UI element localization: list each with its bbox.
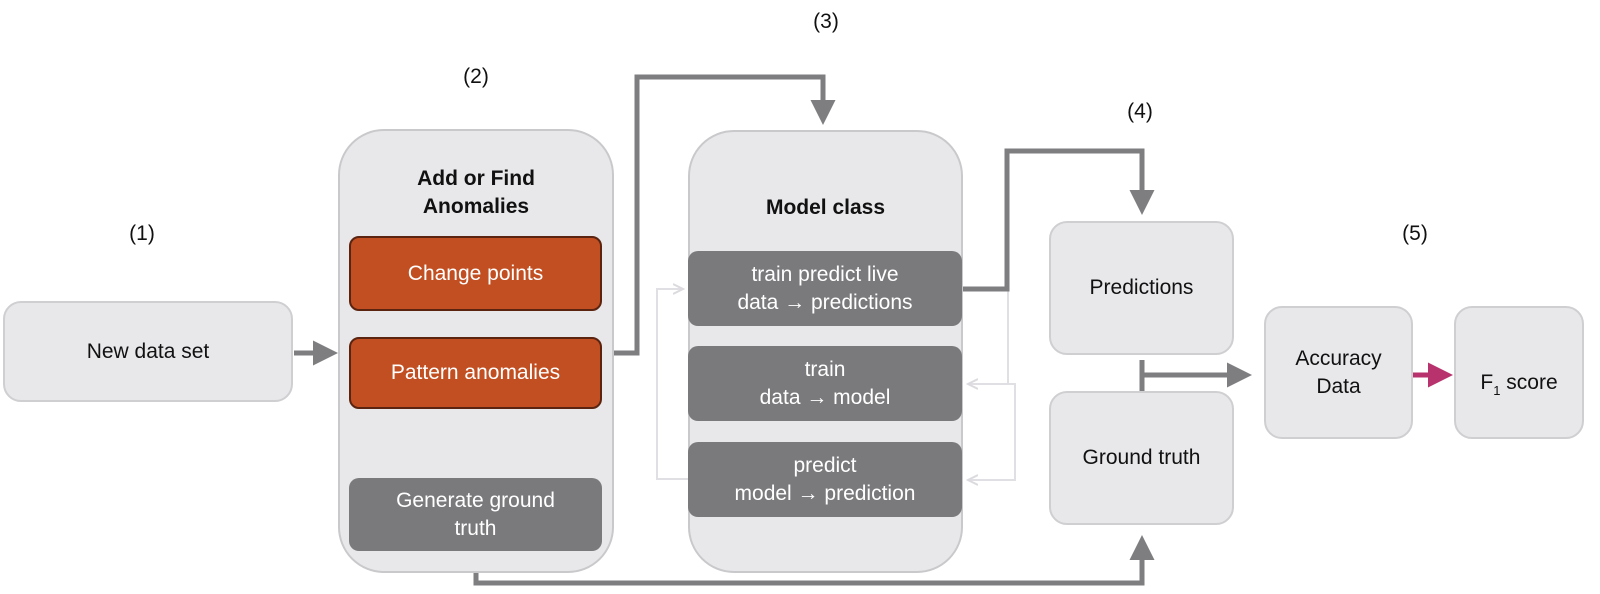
f1-suffix: score: [1500, 370, 1558, 394]
train-predict-live-box: train predict live data → predictions: [688, 251, 962, 326]
step-label-2: (2): [463, 65, 489, 88]
predictions-box: Predictions: [1049, 221, 1234, 355]
predict-box: predict model → prediction: [688, 442, 962, 517]
anomalies-title: Add or Find Anomalies: [417, 167, 535, 218]
change-points-box: Change points: [349, 236, 602, 311]
f1-subscript: 1: [1493, 382, 1501, 398]
ground-truth-box: Ground truth: [1049, 391, 1234, 525]
arrow-live-predictions-to-predictions: [962, 148, 1155, 292]
step-label-1: (1): [129, 222, 155, 245]
f1-score-box: F1 score: [1454, 306, 1584, 439]
step-label-5: (5): [1402, 222, 1428, 245]
model-class-title: Model class: [765, 196, 886, 219]
accuracy-data-box: Accuracy Data: [1264, 306, 1413, 439]
generate-ground-truth-box: Generate ground truth: [349, 478, 602, 551]
pattern-anomalies-box: Pattern anomalies: [349, 337, 602, 409]
step-label-3: (3): [813, 10, 839, 33]
f1-letter: F: [1480, 370, 1494, 394]
step-label-4: (4): [1127, 100, 1153, 123]
train-box: train data → model: [688, 346, 962, 421]
arrow-anomalies-to-model-class: [613, 74, 836, 356]
new-data-set-box: New data set: [3, 301, 293, 402]
